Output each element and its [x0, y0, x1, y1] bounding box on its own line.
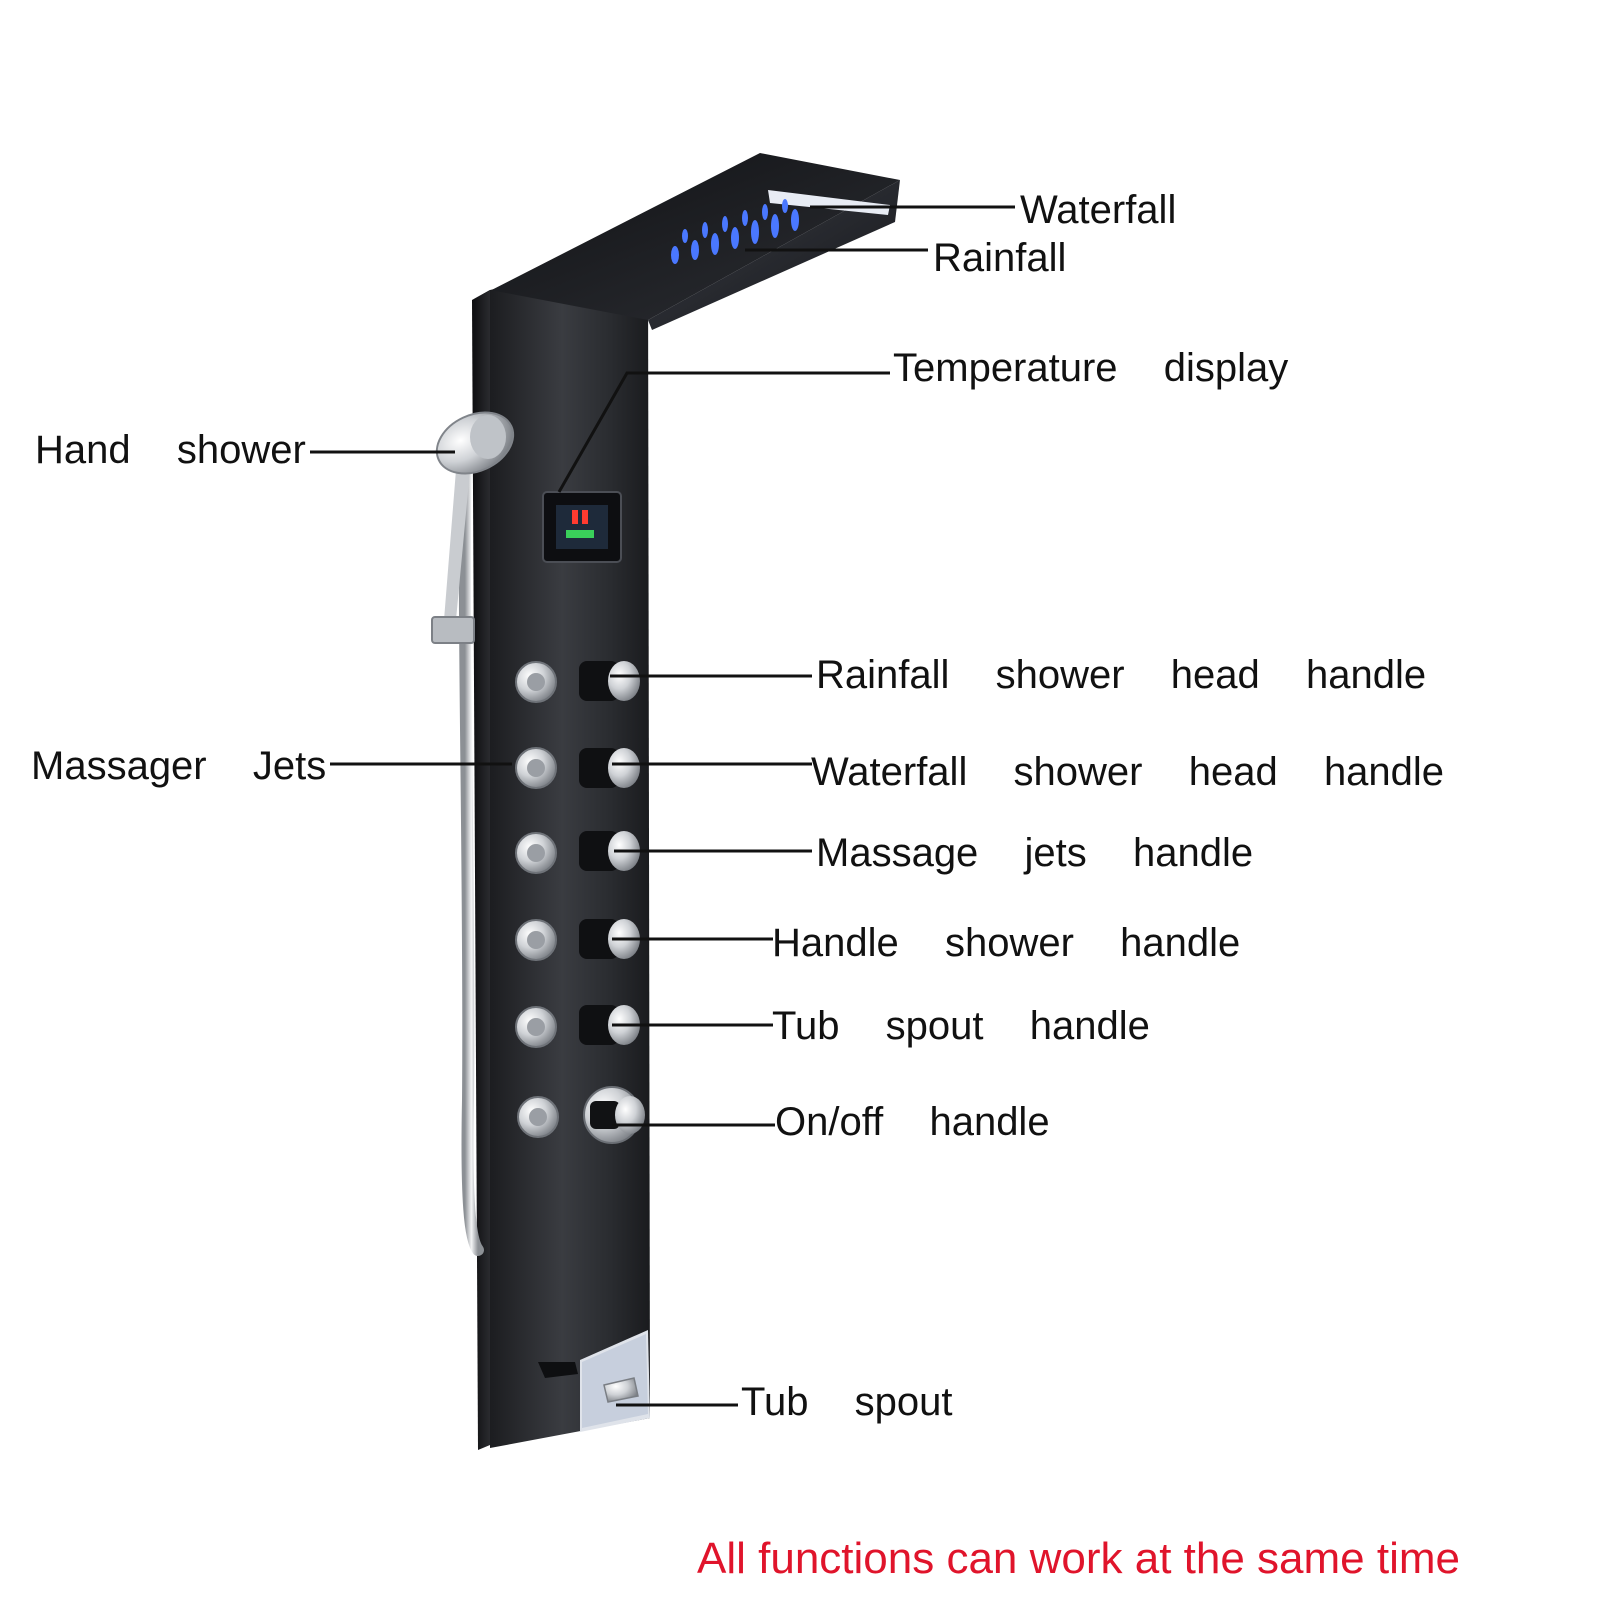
label-tub-spout-handle: Tub spout handle [772, 1004, 1150, 1048]
waterfall-outlet [768, 190, 890, 215]
footer-note: All functions can work at the same time [697, 1534, 1460, 1583]
label-onoff-handle: On/off handle [775, 1100, 1050, 1144]
label-rainfall-shower-head-handle: Rainfall shower head handle [816, 653, 1427, 697]
label-handle-shower-handle: Handle shower handle [772, 921, 1241, 965]
label-hand-shower: Hand shower [35, 428, 306, 472]
hand-shower-holder [431, 616, 475, 644]
rainfall-nozzles-led [671, 199, 799, 264]
label-rainfall: Rainfall [933, 236, 1067, 280]
rain-head [472, 153, 900, 330]
massager-jets [515, 661, 559, 1138]
label-massager-jets: Massager Jets [31, 744, 327, 788]
temperature-display [542, 491, 622, 563]
label-waterfall-shower-head-handle: Waterfall shower head handle [811, 750, 1445, 794]
label-temperature-display: Temperature display [893, 346, 1289, 390]
label-massage-jets-handle: Massage jets handle [816, 831, 1254, 875]
tub-spout [538, 1362, 639, 1403]
label-waterfall: Waterfall [1020, 188, 1177, 232]
leader-lines [310, 205, 1015, 1407]
hand-shower [431, 411, 515, 1256]
label-tub-spout: Tub spout [741, 1380, 953, 1424]
